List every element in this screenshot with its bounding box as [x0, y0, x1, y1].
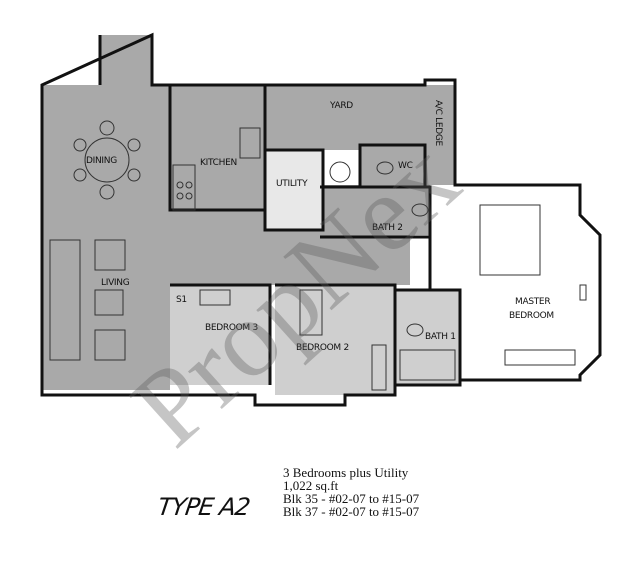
room-label-living: LIVING — [101, 278, 130, 288]
stove — [172, 164, 196, 211]
room-label-s1: S1 — [176, 295, 187, 305]
shaded-area — [42, 35, 455, 390]
unit-type-label: TYPE A2 — [156, 493, 252, 521]
walls — [40, 32, 602, 407]
room-label-master: MASTER — [515, 297, 550, 307]
room-label-yard: YARD — [329, 101, 353, 111]
room-label-bath1: BATH 1 — [425, 332, 456, 342]
room-label-bedroom2: BEDROOM 2 — [296, 343, 349, 353]
light-area — [170, 285, 460, 395]
room-label-kitchen: KITCHEN — [200, 158, 237, 168]
furniture — [49, 120, 587, 391]
sofa — [49, 239, 81, 361]
room-label-dining: DINING — [86, 156, 117, 166]
room-label-utility: UTILITY — [276, 179, 308, 189]
room-label-bath2: BATH 2 — [372, 223, 403, 233]
utility-area — [265, 150, 323, 230]
room-label-master-bedroom: BEDROOM — [509, 311, 554, 321]
unit-area: 1,022 sq.ft — [283, 478, 339, 493]
room-label-wc: WC — [398, 161, 413, 171]
unit-blk37: Blk 37 - #02-07 to #15-07 — [283, 504, 420, 519]
sink — [239, 127, 261, 159]
unit-blk35: Blk 35 - #02-07 to #15-07 — [283, 491, 420, 506]
unit-description: 3 Bedrooms plus Utility — [283, 465, 409, 480]
room-label-bedroom3: BEDROOM 3 — [205, 323, 258, 333]
washer — [329, 161, 351, 183]
unit-info: 3 Bedrooms plus Utility 1,022 sq.ft Blk … — [283, 466, 419, 518]
bathtub — [399, 349, 456, 381]
dining-table — [84, 137, 130, 183]
room-label-ac-ledge: A/C LEDGE — [433, 100, 443, 147]
master-bed — [479, 204, 541, 276]
